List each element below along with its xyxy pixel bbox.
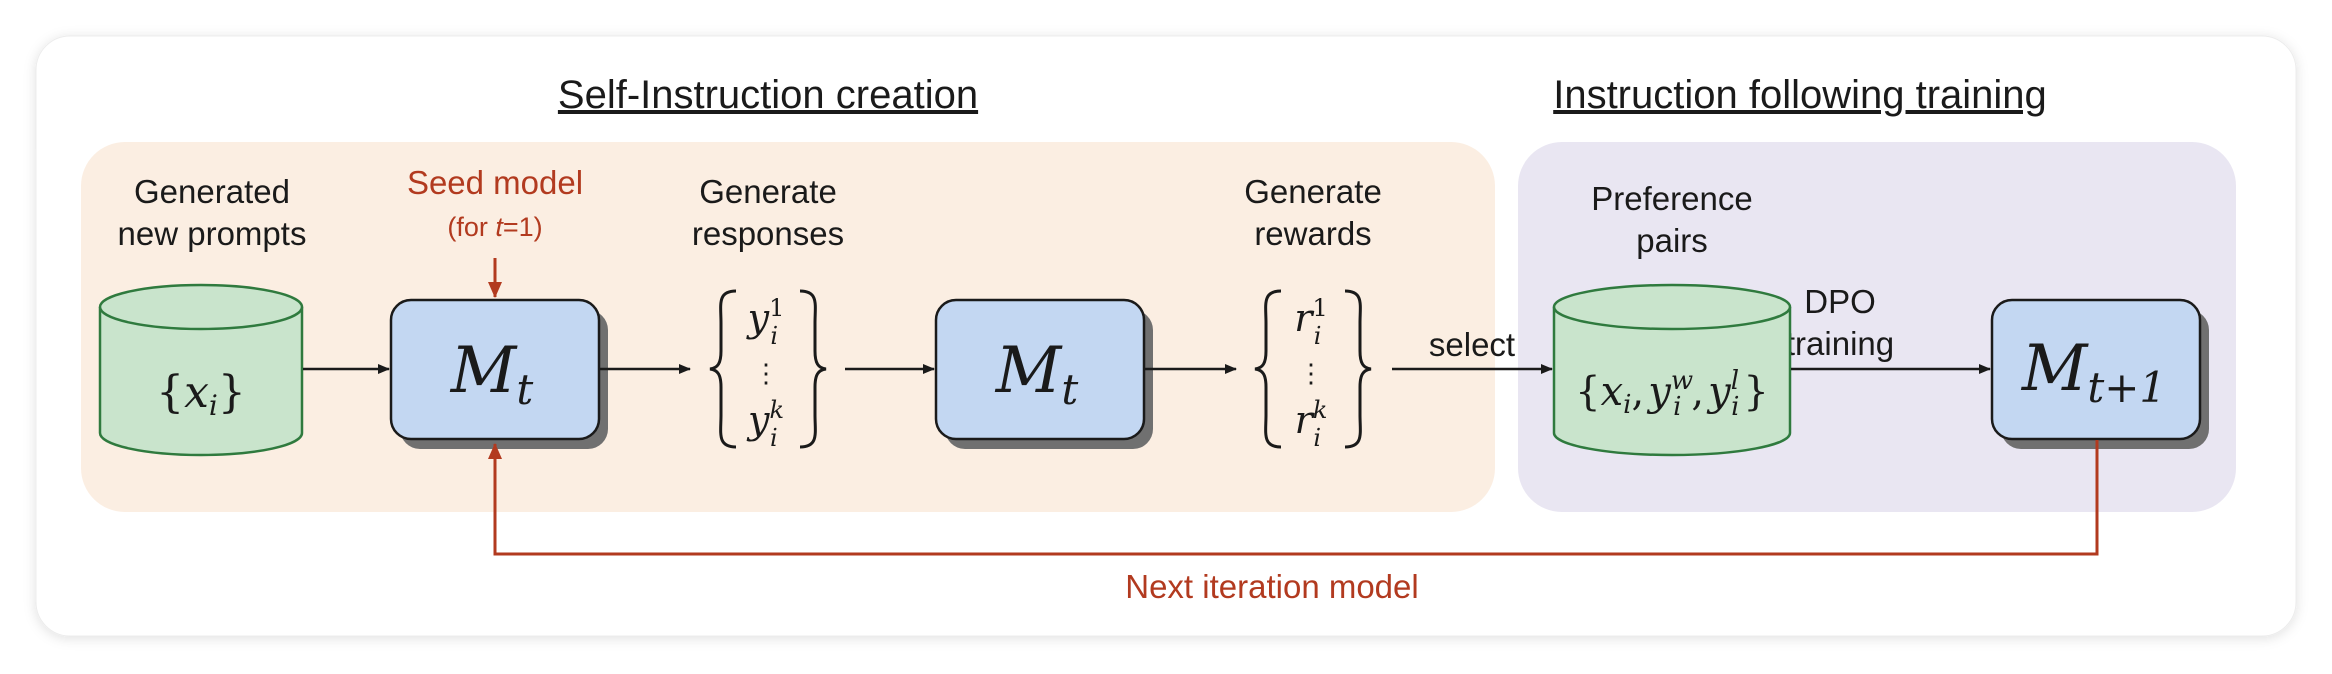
model-box-2: Mt [934, 298, 1153, 449]
seed-model-note: (for t=1) [447, 212, 542, 242]
select-label: select [1429, 326, 1515, 363]
model-box-1: Mt [389, 298, 608, 449]
preference-pairs-caption-line1: Preference [1591, 180, 1752, 217]
model-1-label: Mt [450, 334, 534, 414]
model-box-next-body [1990, 298, 2202, 441]
seed-model-caption: Seed model [407, 164, 583, 201]
model-box-1-body [389, 298, 601, 441]
next-iteration-label: Next iteration model [1125, 568, 1418, 605]
instruction-training-heading: Instruction following training [1553, 73, 2047, 117]
generate-rewards-caption-line1: Generate [1244, 173, 1382, 210]
responses-brace-right [799, 289, 827, 449]
prompts-database-top [98, 283, 304, 331]
generated-prompts-caption-line2: new prompts [118, 215, 307, 252]
rewards-brace-right [1344, 289, 1372, 449]
responses-brace-left [709, 289, 737, 449]
preference-pairs-caption-line2: pairs [1636, 222, 1708, 259]
pairs-database-top [1552, 283, 1792, 331]
prompts-database: {xi} [98, 283, 304, 457]
rewards-brace-left [1254, 289, 1282, 449]
dpo-label-line2: training [1786, 325, 1894, 362]
prompts-database-body [98, 307, 304, 457]
pairs-database-body [1552, 307, 1792, 457]
self-instruction-heading: Self-Instruction creation [558, 73, 978, 117]
arrow-next-iteration [488, 440, 2099, 556]
reward-dots: ⋮ [1298, 359, 1324, 389]
dpo-label-line1: DPO [1804, 283, 1876, 320]
model-2-label: Mt [995, 334, 1079, 414]
generate-responses-caption-line1: Generate [699, 173, 837, 210]
generate-rewards-caption-line2: rewards [1254, 215, 1371, 252]
model-box-2-body [934, 298, 1146, 441]
prompts-set-label: {xi} [156, 367, 246, 422]
model-box-next: Mt+1 [1990, 298, 2209, 449]
model-next-label: Mt+1 [2021, 332, 2166, 412]
generate-responses-caption-line2: responses [692, 215, 844, 252]
response-dots: ⋮ [753, 359, 779, 389]
generated-prompts-caption-line1: Generated [134, 173, 290, 210]
